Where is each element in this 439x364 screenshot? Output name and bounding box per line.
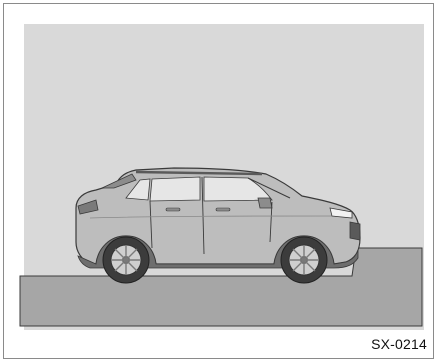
suv-car xyxy=(76,168,360,283)
door-handle-front xyxy=(216,208,230,211)
figure-code: SX-0214 xyxy=(371,336,427,352)
illustration-svg xyxy=(4,4,435,360)
figure-frame: SX-0214 xyxy=(3,3,434,359)
door-handle-rear xyxy=(166,208,180,211)
front-grille xyxy=(350,222,360,240)
side-mirror xyxy=(258,198,272,208)
rear-wheel xyxy=(103,237,149,283)
rear-door-window xyxy=(150,177,200,201)
front-wheel xyxy=(281,237,327,283)
